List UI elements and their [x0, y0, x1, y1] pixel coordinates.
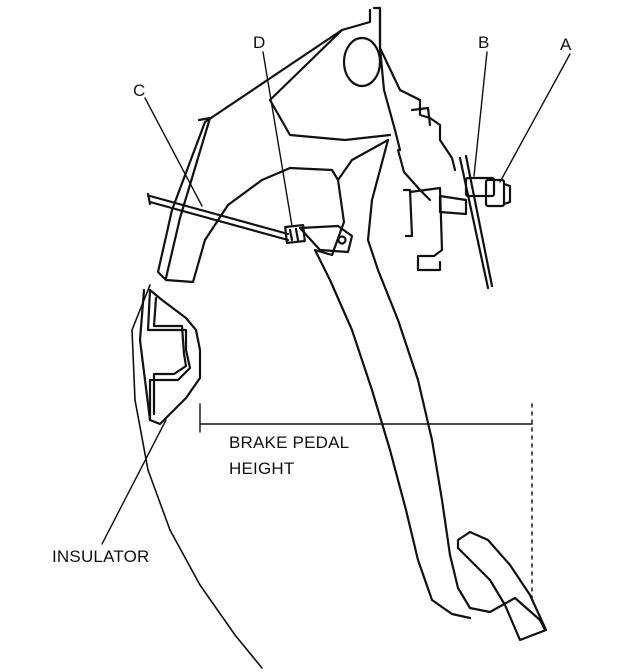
insulator-label: INSULATOR [52, 547, 150, 566]
callout-a: A [560, 35, 572, 54]
pedal-pad [456, 530, 548, 642]
leader-a [499, 53, 571, 183]
leader-c [144, 97, 203, 207]
pedal-bracket [156, 6, 457, 284]
callout-b: B [478, 33, 490, 52]
pivot-boss [342, 36, 382, 88]
callout-c: C [133, 81, 146, 100]
leader-lines [101, 51, 571, 545]
firewall-outline [131, 284, 263, 669]
brake-pedal-height-line1: BRAKE PEDAL [229, 433, 350, 452]
callout-d: D [253, 33, 266, 52]
insulator [138, 288, 202, 426]
cable-c [146, 192, 290, 242]
brake-pedal-height-line2: HEIGHT [229, 459, 295, 478]
leader-d [262, 51, 293, 227]
brake-pedal-height-label: BRAKE PEDAL HEIGHT [229, 430, 349, 482]
leader-insulator [101, 419, 167, 545]
pedal-arm [313, 138, 548, 642]
leader-b [473, 51, 488, 177]
stoplight-switch [402, 154, 512, 290]
pushrod-clevis [284, 224, 354, 254]
